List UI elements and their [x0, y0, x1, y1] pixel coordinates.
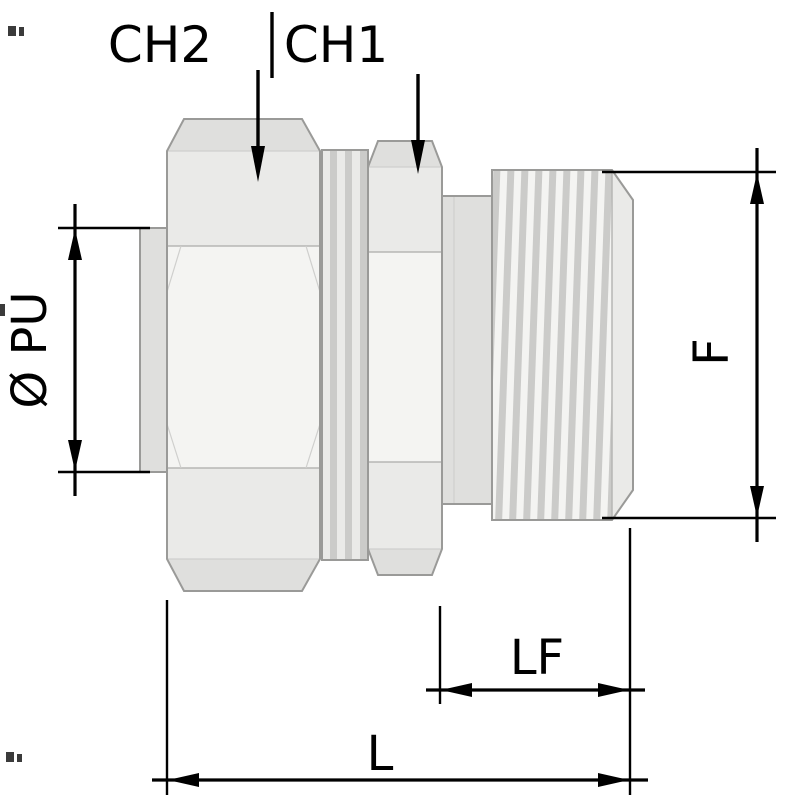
watermark-fragment: [19, 27, 24, 36]
label-f: F: [684, 338, 740, 366]
dimension-l: L: [152, 600, 648, 795]
ch2-arrowhead: [251, 146, 265, 182]
label-diameter-pu: Ø PU: [2, 291, 58, 408]
dimension-ch2: CH2: [108, 16, 265, 182]
threaded-section: [491, 169, 634, 521]
label-l: L: [367, 726, 394, 782]
fitting-body: [139, 118, 634, 592]
ch1-arrowhead: [411, 140, 425, 174]
collar: [441, 195, 493, 505]
watermark-fragments: [0, 26, 24, 762]
f-arrowhead-bottom: [750, 486, 764, 517]
dimension-ch1: CH1: [284, 16, 425, 174]
dimension-lf: LF: [426, 528, 645, 795]
label-ch1: CH1: [284, 16, 388, 74]
hex-nut-large: [166, 118, 321, 592]
lf-arrowhead-left: [441, 683, 472, 697]
dimension-pu: Ø PU: [2, 204, 150, 496]
l-arrowhead-left: [168, 773, 199, 787]
watermark-fragment: [17, 754, 22, 762]
dimension-f: F: [602, 148, 776, 542]
hex-nut-small: [367, 140, 443, 576]
label-ch2: CH2: [108, 16, 212, 74]
f-arrowhead-top: [750, 173, 764, 204]
pu-arrowhead-top: [68, 229, 82, 260]
ribbed-collar: [321, 149, 369, 561]
pu-arrowhead-bottom: [68, 440, 82, 471]
label-lf: LF: [510, 630, 564, 686]
watermark-fragment: [8, 26, 16, 36]
watermark-fragment: [6, 752, 14, 762]
watermark-fragment: [0, 304, 5, 316]
lf-arrowhead-right: [598, 683, 629, 697]
l-arrowhead-right: [598, 773, 629, 787]
thread-end-chamfer: [612, 170, 633, 520]
